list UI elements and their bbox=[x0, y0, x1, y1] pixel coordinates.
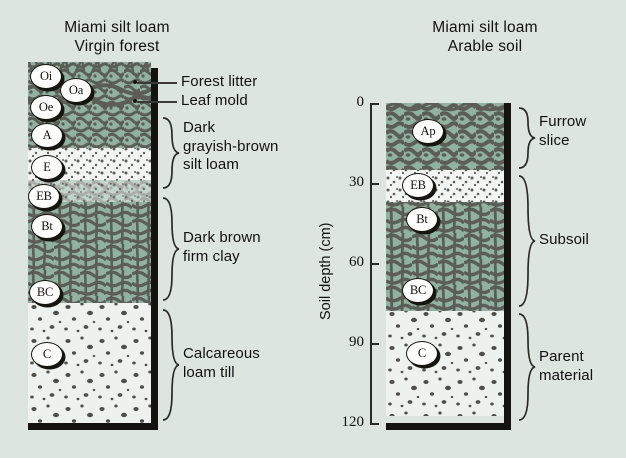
horizon-tag-bc: BC bbox=[29, 280, 61, 305]
left-brace-loam-till bbox=[162, 309, 180, 421]
left-brace-firm-clay bbox=[162, 197, 180, 301]
depth-tick-120 bbox=[370, 423, 379, 425]
horizon-tag-oe: Oe bbox=[30, 95, 62, 120]
depth-tick-60 bbox=[370, 263, 379, 265]
right-label-furrow-slice: Furrow slice bbox=[539, 113, 587, 149]
forest-litter-dot bbox=[133, 80, 137, 84]
depth-axis-title: Soil depth (cm) bbox=[318, 222, 334, 320]
horizon-tag-ap-right: Ap bbox=[412, 119, 444, 144]
left-column-bottom-edge bbox=[28, 423, 158, 430]
right-column-graphic bbox=[386, 103, 504, 416]
right-label-parent-material: Parent material bbox=[539, 348, 594, 384]
horizon-tag-a: A bbox=[31, 123, 63, 148]
right-soil-column: Ap EB Bt BC C bbox=[386, 103, 511, 423]
horizon-tag-c-right: C bbox=[406, 341, 438, 366]
leaf-mold-label: Leaf mold bbox=[181, 92, 248, 109]
horizon-tag-bc-right: BC bbox=[402, 278, 434, 303]
left-brace-silt-loam bbox=[162, 117, 180, 189]
right-label-subsoil: Subsoil bbox=[539, 231, 589, 248]
horizon-tag-oa: Oa bbox=[60, 78, 92, 103]
left-label-silt-loam: Dark grayish-brown silt loam bbox=[183, 119, 279, 173]
left-label-loam-till: Calcareous loam till bbox=[183, 345, 260, 381]
left-column-right-edge bbox=[151, 68, 158, 430]
right-brace-furrow-slice bbox=[518, 107, 536, 169]
depth-tick-30 bbox=[370, 183, 379, 185]
leaf-mold-leader bbox=[137, 101, 177, 103]
forest-litter-leader bbox=[137, 82, 177, 84]
right-title-line1: Miami silt loam bbox=[432, 19, 538, 36]
depth-ticklabel-120: 120 bbox=[341, 414, 365, 430]
depth-ticklabel-60: 60 bbox=[349, 254, 364, 270]
left-profile-title: Miami silt loam Virgin forest bbox=[12, 18, 222, 56]
right-brace-subsoil bbox=[518, 175, 536, 307]
horizon-tag-e: E bbox=[31, 155, 63, 180]
horizon-tag-eb-right: EB bbox=[402, 173, 434, 198]
depth-ticklabel-0: 0 bbox=[356, 94, 365, 110]
left-title-line2: Virgin forest bbox=[74, 38, 160, 55]
horizon-tag-oi: Oi bbox=[30, 64, 62, 89]
horizon-tag-bt: Bt bbox=[31, 214, 63, 239]
horizon-tag-bt-right: Bt bbox=[406, 207, 438, 232]
horizon-tag-eb: EB bbox=[28, 184, 60, 209]
right-profile-title: Miami silt loam Arable soil bbox=[385, 18, 585, 56]
left-title-line1: Miami silt loam bbox=[64, 19, 170, 36]
leaf-mold-dot bbox=[133, 99, 137, 103]
horizon-tag-c: C bbox=[31, 342, 63, 367]
depth-tick-90 bbox=[370, 343, 379, 345]
forest-litter-label: Forest litter bbox=[181, 73, 258, 90]
right-column-right-edge bbox=[504, 103, 511, 423]
depth-ticklabel-90: 90 bbox=[349, 334, 364, 350]
depth-tick-0 bbox=[370, 103, 379, 105]
right-brace-parent-material bbox=[518, 313, 536, 421]
right-title-line2: Arable soil bbox=[447, 38, 523, 55]
left-label-firm-clay: Dark brown firm clay bbox=[183, 229, 261, 265]
left-soil-column: Oi Oa Oe A E EB Bt BC C bbox=[28, 62, 158, 430]
right-column-bottom-edge bbox=[386, 423, 511, 430]
depth-ticklabel-30: 30 bbox=[349, 174, 364, 190]
